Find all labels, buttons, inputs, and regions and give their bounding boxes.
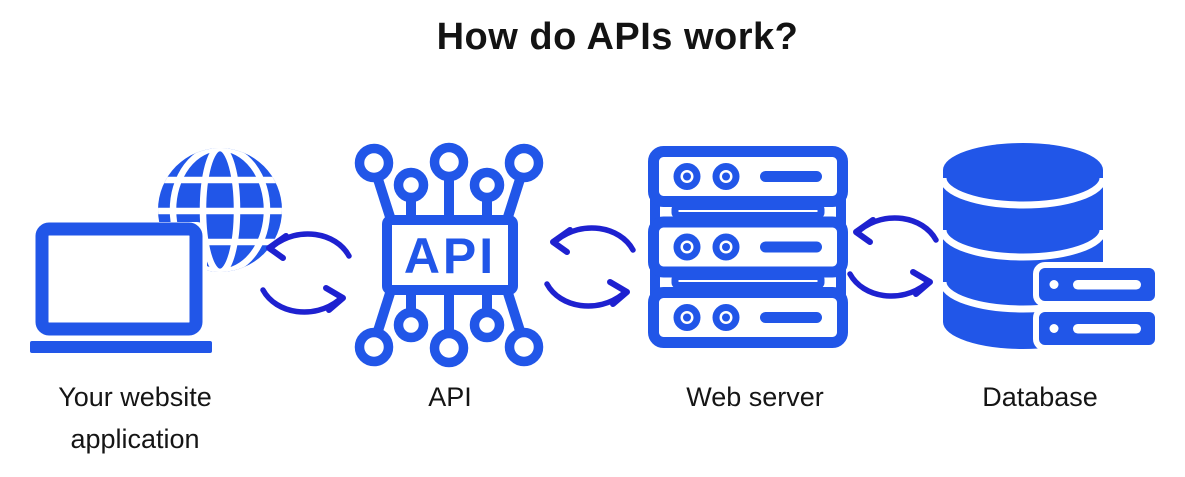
page-title: How do APIs work? — [436, 16, 799, 58]
laptop-icon — [30, 222, 212, 353]
storage-unit — [1033, 262, 1161, 307]
arrow-right-icon — [544, 279, 630, 309]
cycle-arrows-server-database — [847, 215, 939, 299]
server-unit — [648, 216, 848, 278]
api-chip-box — [382, 215, 518, 295]
storage-unit — [1033, 306, 1161, 351]
server-unit — [648, 287, 848, 348]
label-line: Your website — [58, 382, 212, 412]
cycle-arrows-api-server — [544, 225, 636, 309]
cycle-arrows-website-api — [260, 231, 352, 315]
database-icon — [939, 143, 1161, 351]
label-web-server: Web server — [686, 382, 824, 412]
api-chip-text: API — [404, 228, 496, 284]
arrow-right-icon — [260, 285, 346, 315]
label-line: application — [70, 424, 200, 454]
arrow-right-icon — [847, 269, 933, 299]
server-unit — [648, 146, 848, 207]
arrow-left-icon — [550, 225, 636, 255]
rack-rails — [650, 198, 846, 296]
label-website-application: Your website application — [10, 376, 260, 460]
laptop-globe-icon — [30, 148, 282, 353]
arrow-left-icon — [853, 215, 939, 245]
arrow-left-icon — [266, 231, 352, 261]
label-api: API — [428, 382, 472, 412]
server-rack-icon — [648, 146, 848, 348]
api-chip-icon: API — [354, 142, 544, 368]
label-database: Database — [982, 382, 1098, 412]
